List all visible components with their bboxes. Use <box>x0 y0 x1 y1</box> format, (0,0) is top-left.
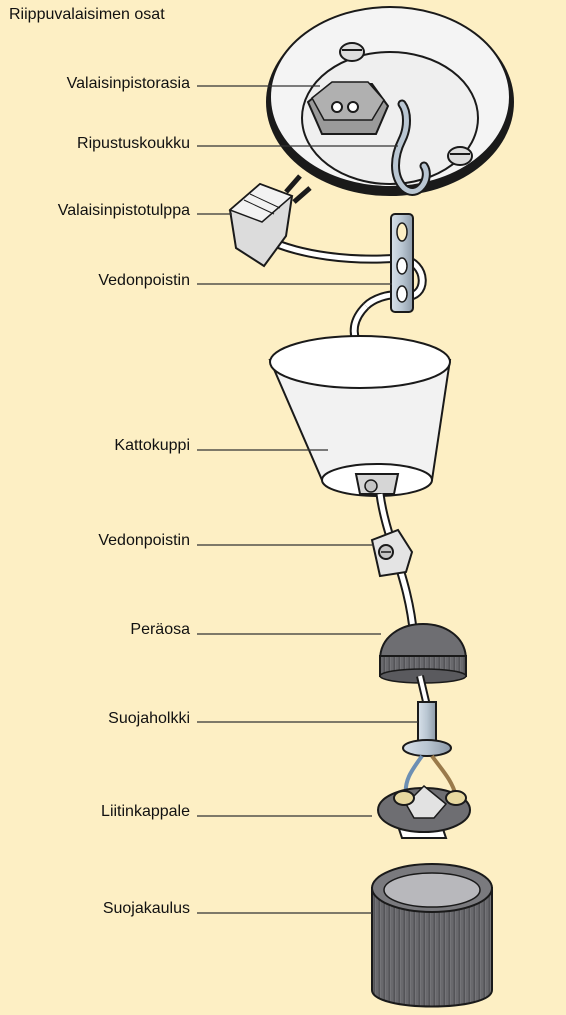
label-ceiling-socket: Valaisinpistorasia <box>0 75 190 93</box>
strain-relief-bracket <box>354 214 422 344</box>
protective-collar <box>372 864 492 1007</box>
rear-part <box>380 624 466 683</box>
ceiling-rose <box>266 7 514 196</box>
label-ceiling-cup: Kattokuppi <box>0 437 190 455</box>
ceiling-cup <box>270 336 450 496</box>
label-plug: Valaisinpistotulppa <box>0 202 190 220</box>
label-hook: Ripustuskoukku <box>0 135 190 153</box>
protective-sleeve <box>403 702 451 756</box>
label-rear-part: Peräosa <box>0 621 190 639</box>
label-strain-relief-lower: Vedonpoistin <box>0 532 190 550</box>
label-connector: Liitinkappale <box>0 803 190 821</box>
cable-clamp <box>372 530 412 576</box>
connector-block <box>378 786 470 838</box>
label-collar: Suojakaulus <box>0 900 190 918</box>
label-strain-relief-upper: Vedonpoistin <box>0 272 190 290</box>
label-sleeve: Suojaholkki <box>0 710 190 728</box>
